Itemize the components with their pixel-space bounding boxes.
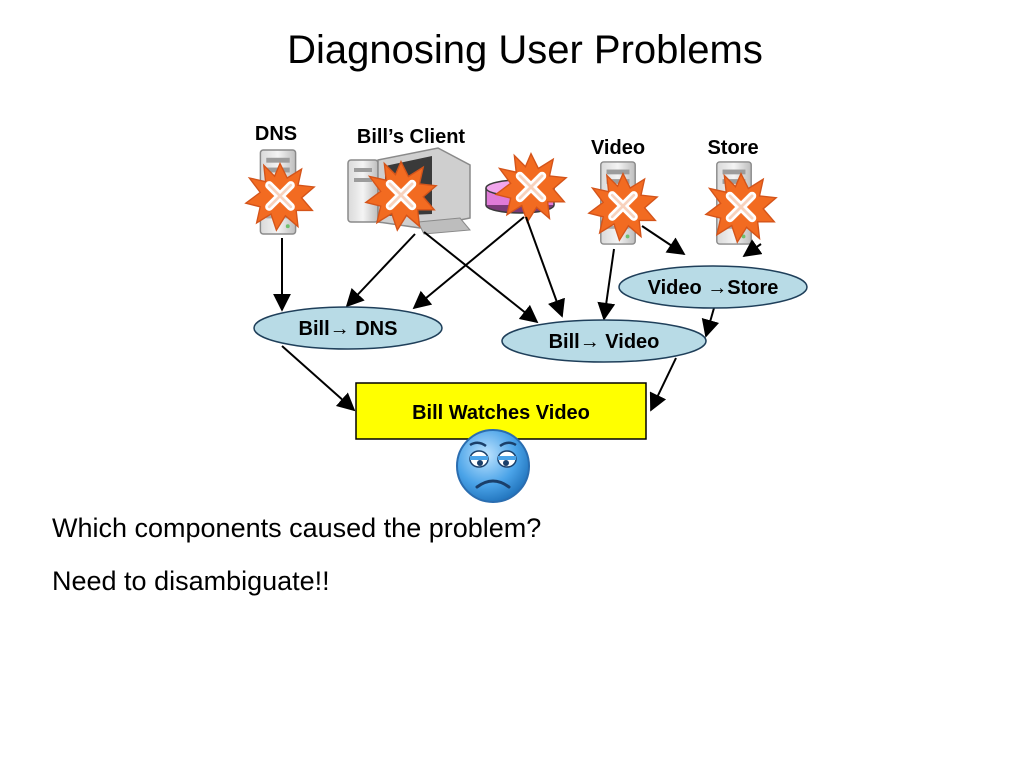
bill-video-label: Bill→ Video: [549, 331, 660, 353]
client-label: Bill’s Client: [357, 126, 466, 148]
sad-face-icon: [456, 429, 530, 503]
dns-label: DNS: [255, 123, 297, 145]
arrow-router-to-bill-video: [525, 216, 565, 318]
arrow-client-to-bill-dns: [345, 233, 416, 308]
bill-dns-dependency: Bill→ DNS: [253, 306, 443, 350]
arrow-client-to-bill-video: [423, 231, 539, 324]
store-label: Store: [707, 137, 758, 159]
arrow-bill-dns-to-outcome: [281, 345, 356, 412]
bullet-conclusion: Need to disambiguate!!: [52, 566, 330, 596]
arrow-bill-video-to-outcome: [649, 357, 677, 412]
bill-dns-label: Bill→ DNS: [299, 318, 398, 340]
arrow-router-to-bill-dns: [412, 216, 525, 310]
outcome-label: Bill Watches Video: [412, 402, 590, 424]
video-store-label: Video →Store: [648, 277, 779, 299]
arrow-video-store-to-bill-video: [701, 307, 720, 338]
video-store-dependency: Video →Store: [618, 265, 808, 309]
dependency-arrows: [273, 216, 763, 412]
slide-title: Diagnosing User Problems: [287, 28, 763, 72]
bullet-question: Which components caused the problem?: [52, 513, 542, 543]
dns-failure-x-icon: [246, 164, 314, 231]
arrow-store-to-video-store: [742, 239, 763, 258]
outcome-box: Bill Watches Video: [355, 382, 647, 440]
arrow-video-to-bill-video: [597, 248, 616, 321]
video-label: Video: [591, 137, 645, 159]
bill-video-dependency: Bill→ Video: [501, 319, 707, 363]
arrow-video-to-video-store: [641, 225, 686, 255]
